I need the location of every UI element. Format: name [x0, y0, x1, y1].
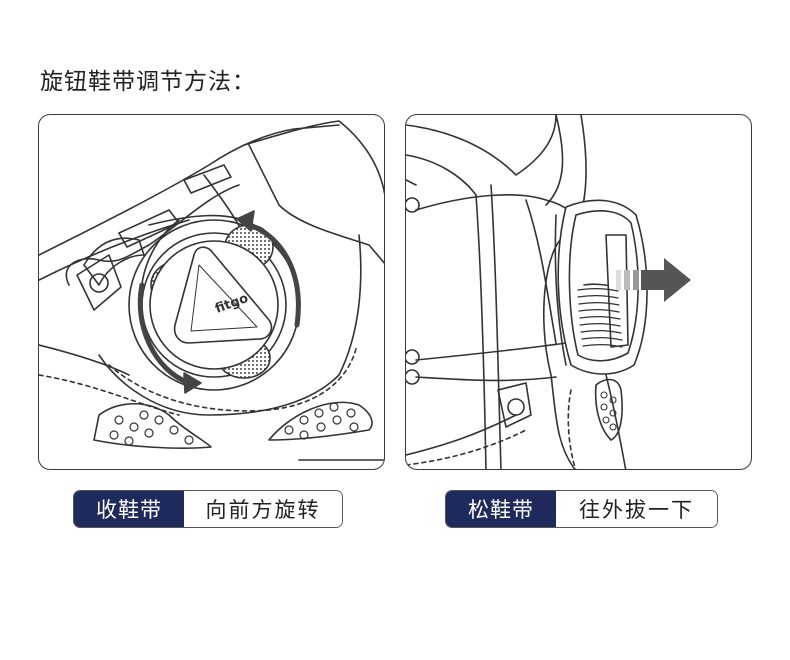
loosen-tag: 松鞋带 — [446, 491, 556, 527]
tighten-description: 向前方旋转 — [184, 491, 342, 527]
pull-out-arrow — [616, 258, 691, 302]
loosen-description: 往外拔一下 — [556, 491, 717, 527]
tighten-instruction: 收鞋带 向前方旋转 — [73, 490, 343, 528]
page-title: 旋钮鞋带调节方法： — [40, 69, 256, 95]
boa-dial-front-illustration: fitgo — [39, 120, 384, 461]
loosen-instruction: 松鞋带 往外拔一下 — [445, 490, 718, 528]
tighten-illustration: fitgo — [38, 114, 385, 470]
tighten-tag: 收鞋带 — [74, 491, 184, 527]
boa-dial-side-illustration — [406, 115, 691, 469]
loosen-illustration — [405, 114, 752, 470]
